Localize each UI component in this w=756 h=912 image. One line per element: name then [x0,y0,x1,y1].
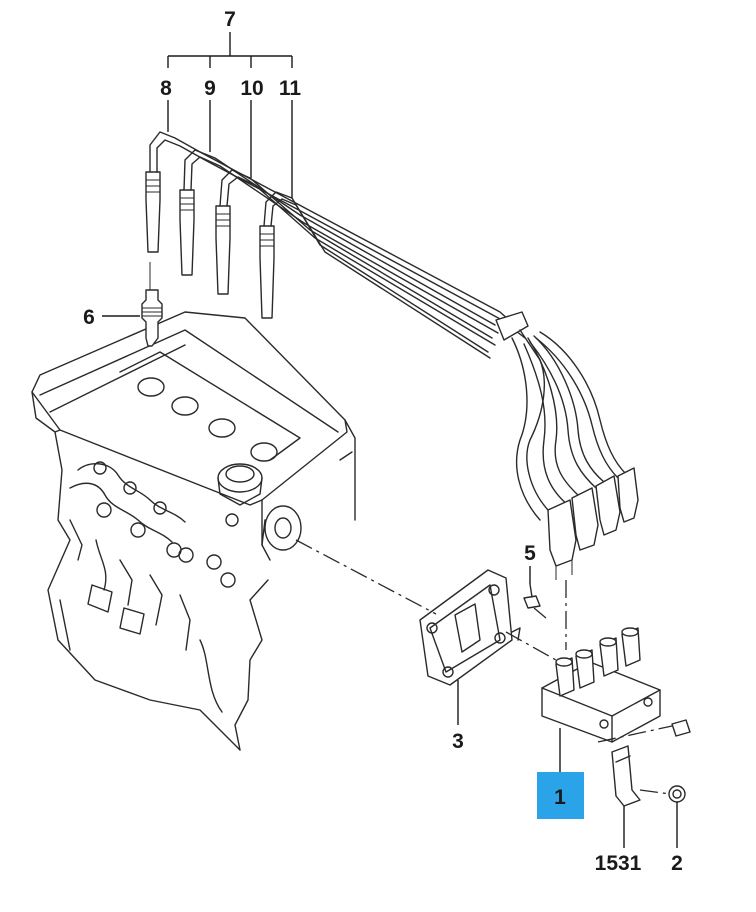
callout-9: 9 [204,77,216,100]
callout-8: 8 [160,77,172,100]
assembly-lines [295,539,673,795]
callout-labels: 7 8 9 10 11 6 5 3 1531 2 [83,8,683,875]
coil-mount-bracket [419,569,521,686]
callout-2: 2 [671,852,683,875]
spark-plug-wires [145,131,639,580]
leader-lines [102,32,678,848]
callout-6: 6 [83,306,95,329]
highlight-box [537,772,584,819]
ignition-coil [541,627,661,743]
highlighted-callout-1[interactable]: 1 [537,772,584,819]
callout-10: 10 [240,77,263,100]
engine-block [31,311,356,751]
callout-5: 5 [524,542,536,565]
callout-3: 3 [452,730,464,753]
callout-11: 11 [279,77,302,100]
bolts-and-nuts [523,583,691,807]
callout-1: 1 [554,786,566,809]
spark-plug [141,262,163,347]
callout-1531: 1531 [595,852,642,875]
callout-7: 7 [224,8,236,31]
